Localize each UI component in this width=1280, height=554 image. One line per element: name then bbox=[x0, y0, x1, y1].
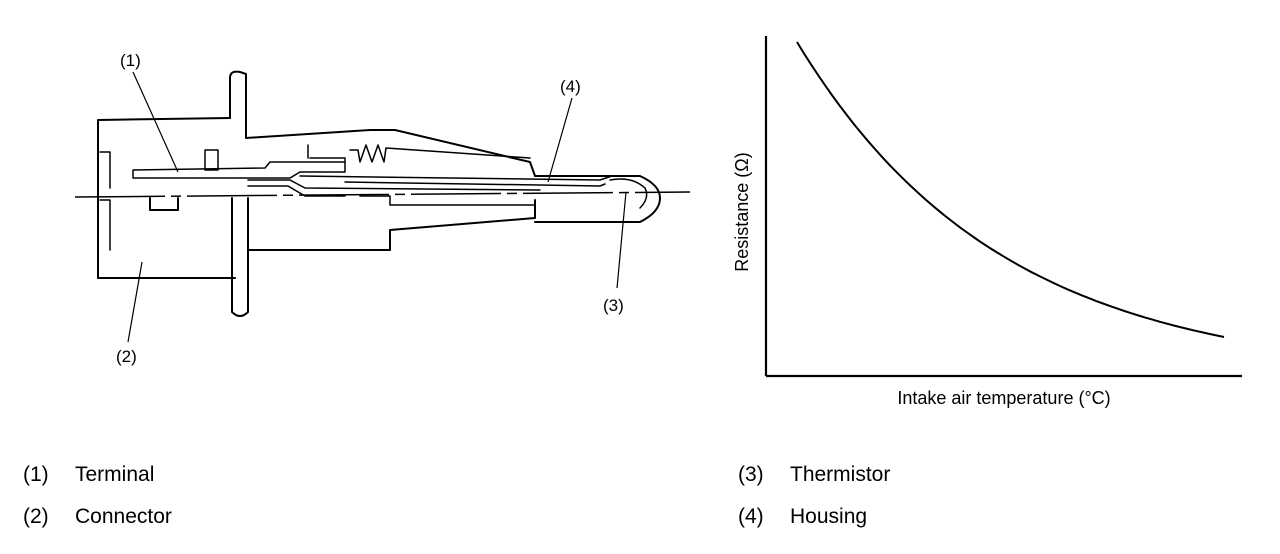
leader-2 bbox=[127, 261, 143, 343]
leader-1 bbox=[132, 71, 179, 173]
resistance-graph: Resistance (Ω) Intake air temperature (°… bbox=[732, 36, 1242, 408]
terminal-block bbox=[204, 149, 219, 171]
leader-lines bbox=[127, 71, 627, 343]
thermistor-tip bbox=[609, 178, 648, 209]
connector-body bbox=[97, 117, 236, 279]
leader-4 bbox=[547, 97, 573, 183]
legend-number: (1) bbox=[23, 463, 49, 486]
center-axis bbox=[74, 191, 691, 198]
x-axis-label: Intake air temperature (°C) bbox=[897, 388, 1110, 408]
legend-item-terminal: (1) Terminal bbox=[23, 463, 154, 487]
legend-number: (4) bbox=[738, 505, 764, 528]
legend-item-connector: (2) Connector bbox=[23, 505, 172, 529]
legend-label: Terminal bbox=[75, 463, 155, 486]
body-lower-contour bbox=[149, 197, 536, 251]
y-axis-label: Resistance (Ω) bbox=[732, 152, 752, 272]
connector-inner-wall bbox=[99, 151, 111, 251]
legend-label: Housing bbox=[790, 505, 868, 528]
leader-3 bbox=[616, 191, 627, 289]
legend-number: (2) bbox=[23, 505, 49, 528]
callout-1: (1) bbox=[120, 51, 141, 70]
legend-item-housing: (4) Housing bbox=[738, 505, 867, 529]
callout-3: (3) bbox=[603, 296, 624, 315]
flange-stem bbox=[231, 197, 249, 317]
body-inner-step bbox=[359, 195, 536, 206]
mounting-flange bbox=[229, 70, 536, 177]
legend-number: (3) bbox=[738, 463, 764, 486]
legend-label: Thermistor bbox=[790, 463, 891, 486]
resistance-curve bbox=[796, 41, 1225, 338]
spring-clip bbox=[307, 144, 531, 163]
terminal-lead bbox=[247, 179, 541, 197]
callout-2: (2) bbox=[116, 347, 137, 366]
legend-label: Connector bbox=[75, 505, 172, 528]
housing-tube bbox=[534, 175, 661, 223]
terminal-pin bbox=[132, 157, 346, 179]
sensor-cross-section bbox=[97, 70, 661, 317]
legend-item-thermistor: (3) Thermistor bbox=[738, 463, 890, 487]
housing-inner bbox=[299, 175, 613, 187]
callout-4: (4) bbox=[560, 77, 581, 96]
